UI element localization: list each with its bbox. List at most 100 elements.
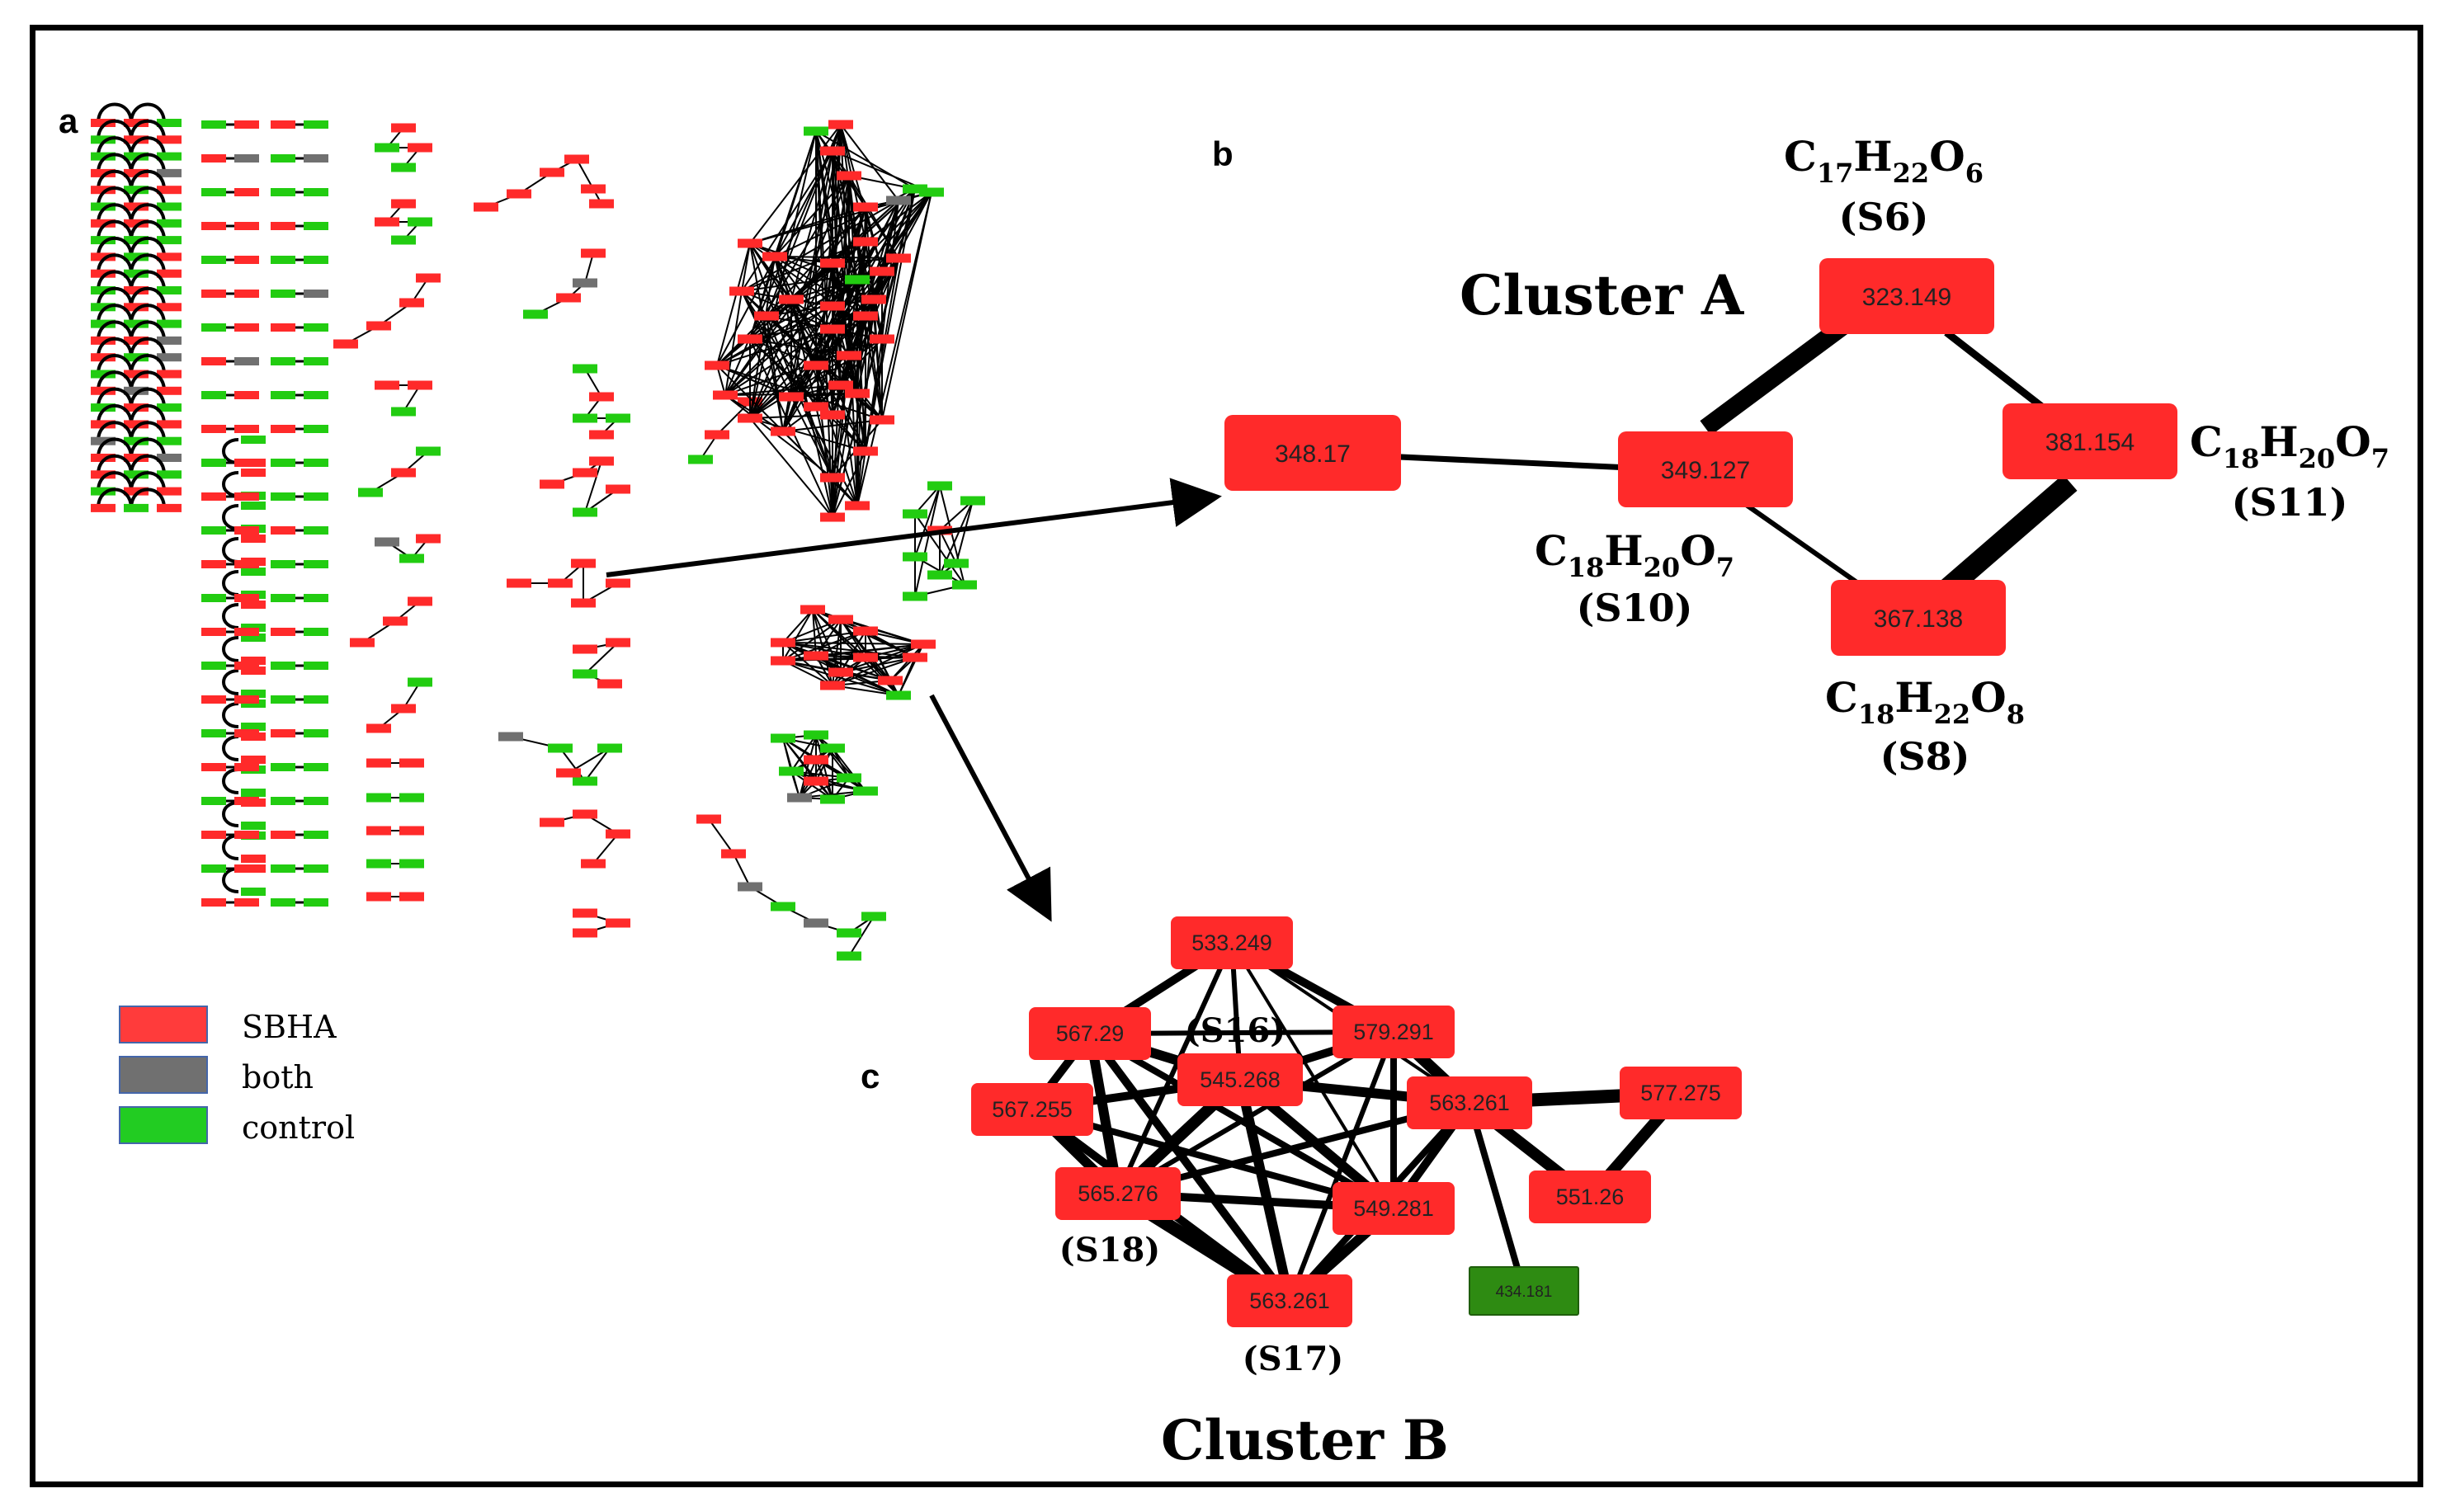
arrow-to-cluster-b	[929, 694, 1052, 922]
overview-node	[124, 202, 149, 211]
overview-node	[366, 859, 391, 869]
overview-edge	[914, 485, 941, 597]
compound-code: (S8)	[1880, 734, 1970, 779]
overview-node	[919, 187, 944, 197]
overview-node	[713, 390, 738, 400]
overview-node	[375, 380, 399, 390]
overview-node	[234, 425, 259, 433]
overview-node	[91, 336, 116, 345]
overview-node	[762, 252, 787, 261]
overview-node	[886, 195, 911, 205]
overview-node	[271, 594, 295, 602]
overview-node	[201, 729, 226, 737]
overview-edge	[774, 175, 850, 257]
overview-node	[91, 168, 116, 177]
overview-edge	[815, 734, 833, 800]
overview-edge	[222, 702, 239, 728]
overview-node	[124, 303, 149, 312]
overview-node	[705, 430, 729, 440]
overview-node	[870, 266, 894, 276]
overview-edge	[130, 169, 166, 191]
node-567.29: 567.29	[1029, 1007, 1151, 1060]
node-563.261: 563.261	[1407, 1076, 1532, 1129]
overview-edge	[782, 642, 924, 645]
overview-edge	[130, 236, 166, 257]
overview-node	[124, 286, 149, 294]
overview-node	[234, 628, 259, 636]
panel-label-b: b	[1212, 134, 1234, 173]
overview-node	[234, 729, 259, 737]
overview-edge	[741, 200, 899, 292]
overview-node	[124, 269, 149, 278]
overview-node	[903, 509, 927, 519]
compound-code: (S18)	[1059, 1231, 1160, 1269]
overview-node	[383, 616, 408, 626]
node-box	[2002, 403, 2177, 479]
overview-node	[366, 723, 391, 733]
overview-node	[366, 892, 391, 902]
overview-node	[157, 487, 182, 496]
overview-node	[540, 817, 564, 827]
legend-item-both: both	[119, 1056, 314, 1095]
overview-node	[606, 918, 630, 928]
overview-edge	[716, 328, 833, 366]
node-box	[1469, 1266, 1579, 1316]
overview-edge	[724, 290, 743, 396]
overview-node	[820, 794, 845, 804]
node-577.275: 577.275	[1620, 1067, 1742, 1119]
overview-edge	[97, 471, 133, 492]
overview-node	[804, 776, 828, 786]
overview-node	[201, 695, 226, 704]
overview-node	[705, 360, 729, 370]
overview-edge	[790, 396, 833, 478]
node-579.291: 579.291	[1333, 1006, 1455, 1058]
node-box	[1055, 1167, 1181, 1220]
overview-edge	[584, 747, 611, 782]
legend-label-sbha: SBHA	[242, 1009, 337, 1045]
overview-edge	[724, 384, 842, 396]
node-549.281: 549.281	[1333, 1182, 1455, 1235]
overview-node	[157, 370, 182, 379]
overview-node	[304, 662, 328, 670]
edge-b545-b563b	[1235, 1078, 1295, 1302]
overview-edge	[832, 747, 866, 792]
overview-node	[201, 898, 226, 907]
overview-node	[581, 184, 606, 194]
node-box	[1029, 1007, 1151, 1060]
overview-edge	[832, 315, 866, 416]
overview-node	[944, 558, 969, 568]
overview-node	[241, 436, 266, 444]
overview-edge	[774, 256, 817, 366]
overview-edge	[716, 365, 726, 396]
overview-node	[234, 357, 259, 365]
legend-swatch-control	[119, 1106, 208, 1144]
overview-node	[91, 503, 116, 512]
overview-edge	[939, 485, 965, 586]
overview-node	[845, 389, 870, 398]
overview-node	[201, 425, 226, 433]
overview-edge	[716, 365, 792, 398]
overview-node	[157, 336, 182, 345]
overview-node	[804, 730, 828, 740]
overview-edge	[130, 286, 166, 308]
overview-node	[391, 199, 416, 209]
overview-node	[729, 286, 754, 296]
overview-node	[820, 146, 845, 156]
overview-node	[399, 793, 424, 803]
overview-edge	[782, 609, 814, 643]
overview-node	[391, 163, 416, 172]
overview-node	[853, 237, 878, 247]
overview-node	[304, 425, 328, 433]
overview-node	[573, 364, 597, 374]
overview-node	[754, 311, 779, 321]
overview-node	[721, 849, 746, 859]
overview-node	[241, 667, 266, 675]
overview-node	[271, 763, 295, 771]
overview-node	[304, 526, 328, 535]
node-323.149: 323.149	[1819, 258, 1994, 334]
node-box	[1831, 580, 2006, 656]
overview-edge	[222, 570, 239, 596]
overview-node	[91, 252, 116, 261]
node-box	[1407, 1076, 1532, 1129]
overview-node	[573, 928, 597, 938]
